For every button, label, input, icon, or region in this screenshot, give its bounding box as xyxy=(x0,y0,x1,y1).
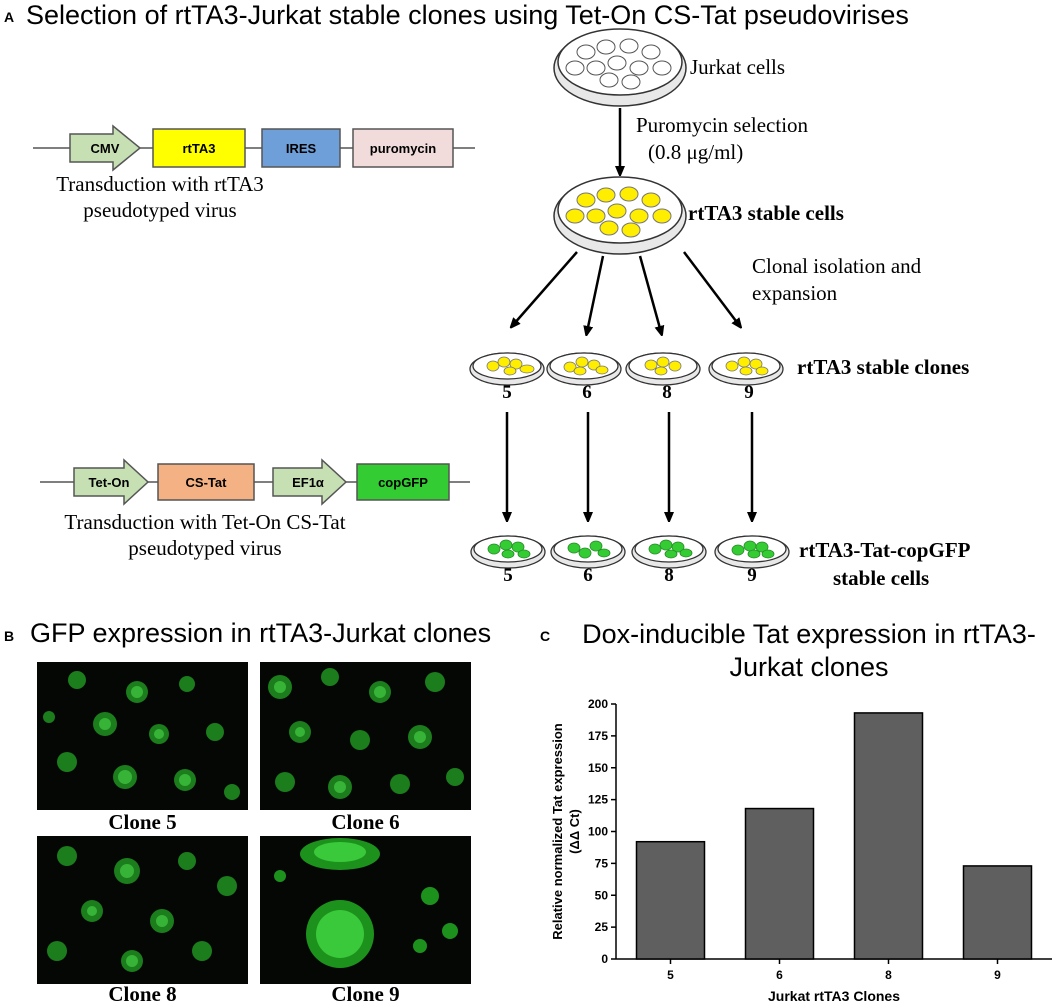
bar-clone-5 xyxy=(635,840,706,960)
x-tick-label: 9 xyxy=(994,968,1001,982)
clone-number-6-top: 6 xyxy=(582,382,592,403)
final-label-line2: stable cells xyxy=(833,566,930,590)
clone-number-5-top: 5 xyxy=(502,382,512,403)
cs-tat-box xyxy=(157,463,255,501)
tet-on-promoter-arrow xyxy=(73,458,150,506)
panel-c-title-line1: Dox-inducible Tat expression in rtTA3- xyxy=(582,619,1036,649)
x-tick-label: 6 xyxy=(776,968,783,982)
clone-6-micrograph xyxy=(260,662,471,810)
x-axis-label: Jurkat rtTA3 Clones xyxy=(768,988,900,1004)
clone-8-micrograph xyxy=(37,836,248,984)
panel-b-title: GFP expression in rtTA3-Jurkat clones xyxy=(30,618,492,648)
rtta3-stable-dish xyxy=(553,176,687,255)
panel-c-title: Dox-inducible Tat expression in rtTA3- J… xyxy=(564,618,1054,684)
y-tick-label: 75 xyxy=(595,856,609,870)
clone-9-label: Clone 9 xyxy=(331,982,400,1006)
construct-2 xyxy=(40,458,470,506)
puromycin-label: puromycin xyxy=(369,140,437,156)
ef1a-label: EF1α xyxy=(292,474,324,490)
rtta3-label: rtTA3 xyxy=(182,140,216,156)
clonal-arrows xyxy=(513,251,739,332)
ires-label: IRES xyxy=(285,140,317,156)
clone-number-8-bottom: 8 xyxy=(664,565,674,586)
y-tick-label: 200 xyxy=(588,697,608,711)
clonal-isolation-line1: Clonal isolation and xyxy=(752,254,922,278)
puromycin-selection-line1: Puromycin selection xyxy=(636,113,809,137)
copgfp-label: copGFP xyxy=(378,474,428,490)
bar-clone-9 xyxy=(962,865,1033,960)
construct2-caption-line2: pseudotyped virus xyxy=(128,536,282,560)
cmv-promoter-arrow xyxy=(69,124,142,172)
y-axis-label-line2: (ΔΔ Ct) xyxy=(567,809,582,854)
panel-c-letter: C xyxy=(540,628,551,644)
y-axis-label-line1: Relative normalized Tat expression xyxy=(550,723,565,940)
tet-on-label: Tet-On xyxy=(88,474,130,490)
clone-5-label: Clone 5 xyxy=(108,810,177,834)
panel-a-letter: A xyxy=(4,9,15,25)
yellow-clone-dishes xyxy=(469,352,784,386)
clone-number-8-top: 8 xyxy=(662,382,672,403)
clone-5-micrograph xyxy=(37,662,248,810)
construct2-caption-line1: Transduction with Tet-On CS-Tat xyxy=(64,510,346,534)
y-tick-label: 25 xyxy=(595,920,609,934)
x-tick-label: 5 xyxy=(667,968,674,982)
clone-number-9-bottom: 9 xyxy=(747,565,757,586)
cmv-label: CMV xyxy=(90,140,120,156)
y-tick-label: 125 xyxy=(588,793,608,807)
clone-number-6-bottom: 6 xyxy=(583,565,593,586)
ires-box xyxy=(261,128,341,168)
y-tick-label: 150 xyxy=(588,761,608,775)
puromycin-selection-line2: (0.8 μg/ml) xyxy=(648,140,744,164)
copgfp-box xyxy=(356,463,450,501)
jurkat-dish xyxy=(553,28,687,107)
chart-bars xyxy=(635,712,1033,960)
x-tick-label: 8 xyxy=(885,968,892,982)
rtta3-stable-clones-label: rtTA3 stable clones xyxy=(797,355,970,379)
y-tick-label: 0 xyxy=(601,952,608,966)
final-label-line1: rtTA3-Tat-copGFP xyxy=(799,538,971,562)
panel-b-letter: B xyxy=(4,628,15,644)
rtta3-stable-cells-label: rtTA3 stable cells xyxy=(688,201,844,225)
y-tick-label: 175 xyxy=(588,729,608,743)
construct1-caption-line1: Transduction with rtTA3 xyxy=(56,172,264,196)
clone-number-9-top: 9 xyxy=(744,382,754,403)
construct1-caption-line2: pseudotyped virus xyxy=(83,198,237,222)
green-clone-dishes xyxy=(470,535,790,569)
clone-9-micrograph xyxy=(260,836,471,984)
panel-a-title: Selection of rtTA3-Jurkat stable clones … xyxy=(26,0,909,30)
puromycin-box xyxy=(352,128,454,168)
panel-c-title-line2: Jurkat clones xyxy=(729,652,889,682)
clonal-isolation-line2: expansion xyxy=(752,281,838,305)
rtta3-box xyxy=(152,128,246,168)
bar-clone-8 xyxy=(853,712,924,960)
construct-1 xyxy=(33,124,475,172)
jurkat-cells-label: Jurkat cells xyxy=(690,55,786,79)
clone-number-5-bottom: 5 xyxy=(503,565,513,586)
ef1a-promoter-arrow xyxy=(272,458,348,506)
clone-6-label: Clone 6 xyxy=(331,810,400,834)
y-tick-label: 100 xyxy=(588,825,608,839)
clone-8-label: Clone 8 xyxy=(108,982,177,1006)
transduction-arrows xyxy=(507,412,752,518)
cs-tat-label: CS-Tat xyxy=(185,474,227,490)
y-tick-label: 50 xyxy=(595,888,609,902)
bar-clone-6 xyxy=(744,807,815,960)
